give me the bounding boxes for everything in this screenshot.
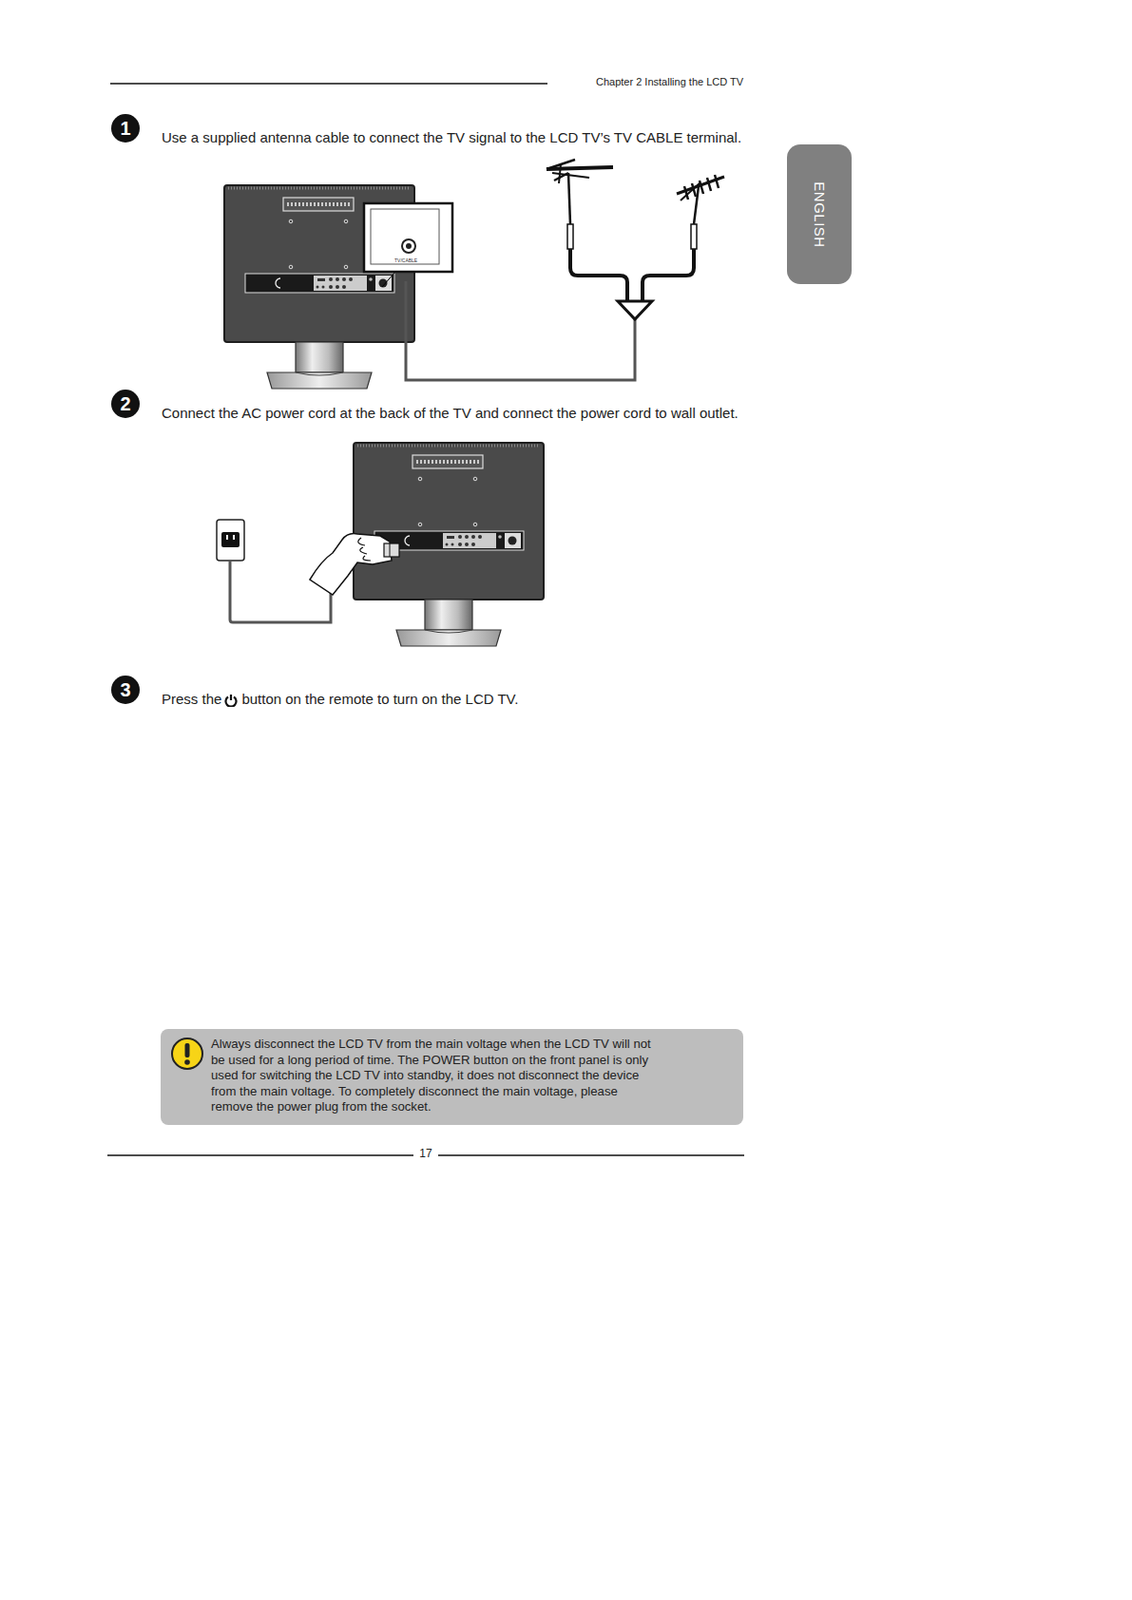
terminal-label: TV/CABLE xyxy=(394,257,418,264)
warning-note: Always disconnect the LCD TV from the ma… xyxy=(160,1029,744,1126)
power-illustration xyxy=(216,442,544,647)
footer-rule xyxy=(107,1154,414,1157)
antenna-illustration xyxy=(224,159,725,389)
step-instruction: button on the remote to turn on the LCD … xyxy=(241,690,519,708)
step-number: 1 xyxy=(111,114,140,143)
footer-rule xyxy=(438,1154,745,1157)
tab-label: ENGLISH xyxy=(811,181,828,248)
step-instruction: Connect the AC power cord at the back of… xyxy=(161,404,739,422)
chapter-header: Chapter 2 Installing the LCD TV xyxy=(595,76,744,88)
step-instruction: Use a supplied antenna cable to connect … xyxy=(161,129,742,146)
header-rule xyxy=(110,82,548,85)
step-instruction: Press the xyxy=(161,690,222,708)
power-icon xyxy=(224,693,238,708)
page-number: 17 xyxy=(416,1147,435,1161)
warning-text: Always disconnect the LCD TV from the ma… xyxy=(211,1036,658,1116)
step-number: 2 xyxy=(111,389,140,419)
step-number: 3 xyxy=(111,675,140,705)
caution-icon xyxy=(170,1036,205,1072)
language-tab: ENGLISH xyxy=(786,144,852,285)
